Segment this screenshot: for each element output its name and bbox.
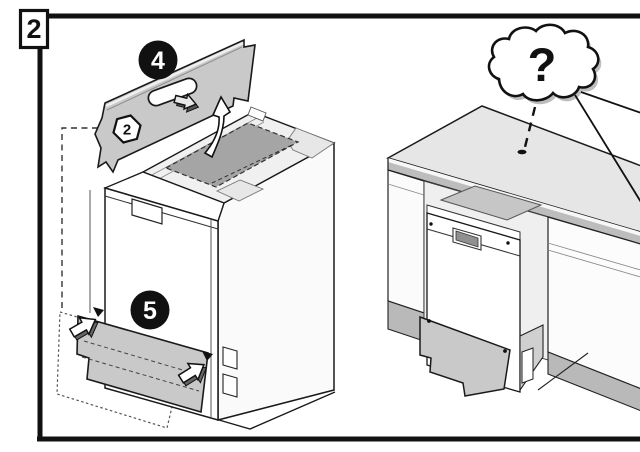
cabinet-plinth xyxy=(547,351,640,412)
panel-top-shade xyxy=(106,46,243,111)
figure-frame: 2 xyxy=(18,8,640,442)
cabinet-end-panel xyxy=(387,169,425,342)
thought-cloud xyxy=(487,23,600,102)
lift-arrow-icon xyxy=(203,95,232,159)
callout-line xyxy=(580,91,640,114)
figure-number: 2 xyxy=(26,14,41,44)
insulation-panel-group: 2 xyxy=(94,38,256,174)
installed-toe-kick xyxy=(419,315,511,397)
cabinet-right-front xyxy=(547,216,640,390)
screw-dot xyxy=(503,349,507,353)
part-number: 2 xyxy=(123,122,131,139)
step-number-4: 4 xyxy=(151,47,165,75)
installed-dishwasher xyxy=(419,185,589,397)
end-panel-rail-line xyxy=(387,183,425,196)
thought-cloud-group: ? xyxy=(487,23,640,203)
base-bottom-edge xyxy=(218,391,336,430)
mat-dashed-seam xyxy=(211,144,293,184)
screw-dot xyxy=(427,319,431,323)
screw-dot xyxy=(506,241,510,245)
control-panel-window xyxy=(131,198,163,225)
left-scene-dishwasher-prep: 5 2 4 xyxy=(56,38,336,430)
leveling-foot xyxy=(521,347,534,384)
display-window xyxy=(455,230,479,248)
leveling-foot xyxy=(222,373,238,398)
countertop-surface xyxy=(386,105,640,233)
panel-top-highlight xyxy=(105,41,244,108)
callout-line xyxy=(574,94,640,203)
cabinet-right xyxy=(547,216,640,412)
figure-number-box xyxy=(18,8,50,50)
toe-kick-panel-group xyxy=(76,307,213,414)
corner-protector-front xyxy=(215,179,265,202)
step-number-5: 5 xyxy=(143,297,157,325)
part-number-hexagon: 2 xyxy=(112,114,142,144)
mounting-clip xyxy=(202,351,213,361)
question-mark: ? xyxy=(528,38,557,91)
top-insulation-mat xyxy=(164,122,300,188)
cabinet-drawer-lines xyxy=(547,242,640,278)
niche-floor-line xyxy=(537,352,589,391)
location-dot xyxy=(517,149,527,155)
cloud-pointer-dashed xyxy=(523,106,537,148)
reference-dashed-line xyxy=(61,127,98,312)
toe-kick-fold-lines xyxy=(81,340,204,392)
step-badge-5: 5 xyxy=(130,290,170,330)
leveling-foot xyxy=(222,346,238,370)
screw-dot xyxy=(429,222,433,226)
mounting-slot xyxy=(149,79,196,105)
installed-top-mat xyxy=(439,185,543,221)
mounting-clip xyxy=(93,307,104,317)
right-scene-installed: ? xyxy=(386,23,640,412)
corner-protector-back xyxy=(247,106,267,122)
step-badge-4: 4 xyxy=(138,40,178,80)
